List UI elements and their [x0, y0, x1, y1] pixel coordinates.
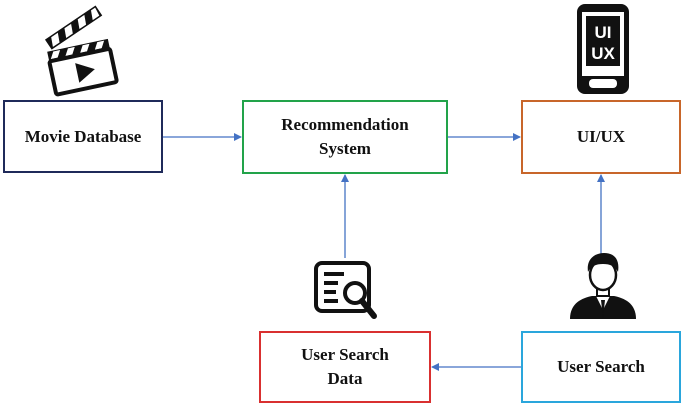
node-label: User Search Data — [301, 345, 389, 388]
node-label: Recommendation System — [281, 115, 409, 158]
node-label: UI/UX — [576, 127, 626, 146]
node-label: User Search — [557, 357, 645, 376]
phone-text-ux: UX — [591, 44, 615, 63]
document-search-icon — [314, 261, 377, 319]
phone-text-ui: UI — [595, 23, 612, 42]
user-icon — [570, 253, 636, 319]
node-recommendation-system: Recommendation System — [242, 100, 448, 174]
node-ui-ux: UI/UX — [521, 100, 681, 174]
clapperboard-icon — [44, 5, 119, 97]
node-label: Movie Database — [24, 126, 142, 146]
node-movie-database: Movie Database — [3, 100, 163, 173]
node-user-search-data: User Search Data — [259, 331, 431, 403]
smartphone-icon: UI UX — [577, 4, 629, 94]
node-user-search: User Search — [521, 331, 681, 403]
